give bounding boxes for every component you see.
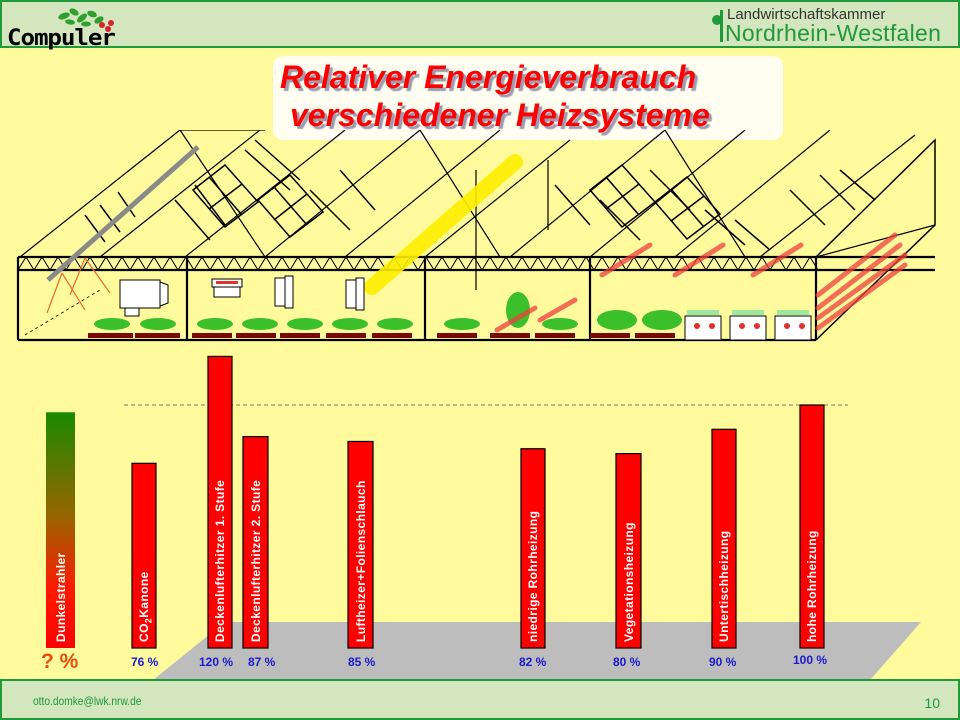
bar-value-label: 100 % [793, 653, 828, 667]
heating-pipes-icon [494, 232, 908, 333]
bar-niedrige-rohrheizung [520, 448, 546, 649]
bar-deckenlufterhitzer-2-stufe [242, 435, 269, 649]
bar-category-label: Vegetationsheizung [621, 522, 636, 642]
bar-value-label: 120 % [199, 655, 234, 669]
lwk-logo: Landwirtschaftskammer Nordrhein-Westfale… [712, 6, 942, 46]
title-line-1: Relativer Energieverbrauch [280, 59, 697, 95]
roof-ridge-8 [589, 130, 746, 258]
roof-ridge-6 [424, 139, 571, 258]
roof-ridge-4 [264, 130, 421, 258]
title-line-2: verschiedener Heizsysteme [290, 97, 710, 133]
energy-chart [46, 355, 921, 680]
bar-vegetationsheizung [615, 452, 642, 649]
roof-ridge-2 [99, 130, 261, 258]
bar-category-label: Luftheizer+Folienschlauch [353, 480, 368, 642]
bar-category-label: Dunkelstrahler [53, 552, 68, 642]
logo-wordmark: Compuler [7, 26, 116, 51]
computer-logo: Compuler [4, 4, 129, 51]
bar-value-label: 90 % [709, 655, 737, 669]
bar-co2-kanone [131, 462, 157, 649]
radiation-arrows-icon [46, 257, 111, 314]
roof-ridge-1 [19, 130, 265, 258]
dark-radiator-icon [46, 145, 200, 282]
page-number: 10 [924, 695, 940, 711]
roof-ridge-7 [509, 130, 666, 258]
contact-email[interactable]: otto.domke@lwk.nrw.de [33, 694, 142, 708]
ceiling-heater-icon [211, 278, 243, 298]
wall-heater-icon-1 [274, 275, 294, 309]
bar-value-label: 76 % [131, 655, 159, 669]
roof-ridge-10 [759, 134, 916, 258]
bar-dunkelstrahler [46, 412, 75, 648]
logo-dot-icon [712, 15, 722, 25]
org-name-line2: Nordrhein-Westfalen [725, 20, 942, 46]
wall-heater-icon-2 [345, 277, 365, 311]
footer-bar: otto.domke@lwk.nrw.de 10 [0, 679, 960, 720]
bar-hohe-rohrheizung [799, 404, 825, 649]
bar-category-label: Untertischheizung [717, 530, 731, 642]
bar-value-label: 87 % [248, 655, 276, 669]
bar-value-label: 80 % [613, 655, 641, 669]
light-beam-icon [364, 154, 523, 295]
bar-luftheizer-folienschlauch [347, 440, 374, 649]
roof-ridge-5 [344, 130, 501, 258]
header-bar: Compuler Landwirtschaftskammer Nordrhein… [0, 0, 960, 51]
bar-category-label: CO2Kanone [137, 571, 154, 642]
org-name-line1: Landwirtschaftskammer [727, 6, 886, 23]
title-background [273, 56, 783, 140]
bar-untertischheizung [711, 428, 737, 649]
roof-ridge-3 [184, 130, 346, 258]
bar-value-label: 82 % [519, 655, 547, 669]
bar-value-label: 85 % [348, 655, 376, 669]
bar-category-label: Deckenlufterhitzer 2. Stufe [248, 479, 263, 642]
bar-category-label: niedrige Rohrheizung [526, 510, 540, 642]
roof-ridge-9 [674, 130, 831, 258]
bar-category-label: Deckenlufterhitzer 1. Stufe [213, 479, 227, 642]
bar-deckenlufterhitzer-1-stufe [207, 355, 233, 649]
logo-bar-icon [720, 10, 723, 42]
co2-cannon-icon [119, 279, 169, 317]
slide-title: Relativer Energieverbrauch verschiedener… [280, 58, 800, 134]
plant-beds [88, 292, 812, 341]
unknown-value-label: ? % [41, 650, 79, 673]
greenhouse-illustration [16, 130, 936, 342]
bar-category-label: hohe Rohrheizung [805, 530, 819, 642]
plant-icon [58, 8, 114, 32]
